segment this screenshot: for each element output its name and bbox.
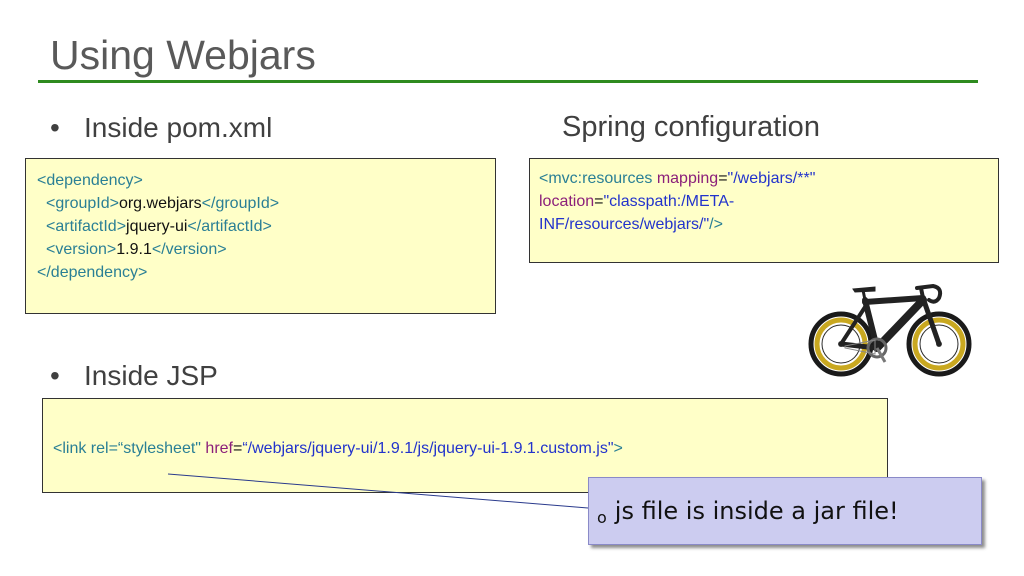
road-bicycle-icon <box>808 283 972 377</box>
xml-tag: </dependency> <box>37 264 148 281</box>
xml-tag: <version> <box>46 241 117 258</box>
bike-frame <box>838 283 943 352</box>
callout-bullet: o <box>597 507 607 527</box>
code-line: INF/resources/webjars/"/> <box>539 213 990 236</box>
xml-attribute: mapping <box>656 170 719 187</box>
code-line: <mvc:resources mapping="/webjars/**" <box>539 167 990 190</box>
code-line: <dependency> <box>37 169 495 192</box>
xml-equals: = <box>718 170 728 187</box>
xml-tag: </version> <box>151 241 227 258</box>
jsp-bullet: • Inside JSP <box>50 360 218 392</box>
xml-text: 1.9.1 <box>116 241 152 258</box>
code-line: location="classpath:/META- <box>539 190 990 213</box>
html-tag: > <box>613 440 623 457</box>
code-line: <link rel=“stylesheet" href=“/webjars/jq… <box>53 437 887 460</box>
code-line: <artifactId>jquery-ui</artifactId> <box>37 215 495 238</box>
pom-code-box: <dependency> <groupId>org.webjars</group… <box>25 158 496 314</box>
spring-section-label: Spring configuration <box>562 111 820 143</box>
xml-equals: = <box>594 193 604 210</box>
code-line: <groupId>org.webjars</groupId> <box>37 192 495 215</box>
xml-tag: /> <box>709 216 723 233</box>
xml-tag: <mvc:resources <box>539 170 657 187</box>
html-value: “/webjars/jquery-ui/1.9.1/js/jquery-ui-1… <box>242 440 614 457</box>
bullet-marker: • <box>50 360 60 391</box>
xml-text: jquery-ui <box>126 218 188 235</box>
xml-tag: <dependency> <box>37 172 143 189</box>
xml-value: "/webjars/**" <box>727 170 816 187</box>
xml-value: INF/resources/webjars/" <box>539 216 710 233</box>
pom-bullet-label: Inside pom.xml <box>84 112 273 143</box>
spring-code-box: <mvc:resources mapping="/webjars/**" loc… <box>529 158 999 263</box>
title-underline <box>38 80 978 83</box>
xml-attribute: location <box>539 193 595 210</box>
jsp-bullet-label: Inside JSP <box>84 360 218 391</box>
xml-value: "classpath:/META- <box>603 193 735 210</box>
callout-box: o js file is inside a jar file! <box>588 477 982 545</box>
bullet-marker: • <box>50 112 60 143</box>
code-line: <version>1.9.1</version> <box>37 238 495 261</box>
html-attribute: href <box>205 440 233 457</box>
callout-text: js file is inside a jar file! <box>614 497 899 525</box>
code-line: </dependency> <box>37 261 495 284</box>
bike-drivetrain <box>844 337 888 363</box>
html-equals: = <box>233 440 243 457</box>
xml-tag: </groupId> <box>201 195 280 212</box>
xml-tag: </artifactId> <box>187 218 272 235</box>
pom-bullet: • Inside pom.xml <box>50 112 272 144</box>
xml-text: org.webjars <box>118 195 202 212</box>
slide-title: Using Webjars <box>50 32 316 78</box>
html-tag: <link rel=“stylesheet" <box>53 440 206 457</box>
xml-tag: <groupId> <box>46 195 119 212</box>
xml-tag: <artifactId> <box>46 218 127 235</box>
